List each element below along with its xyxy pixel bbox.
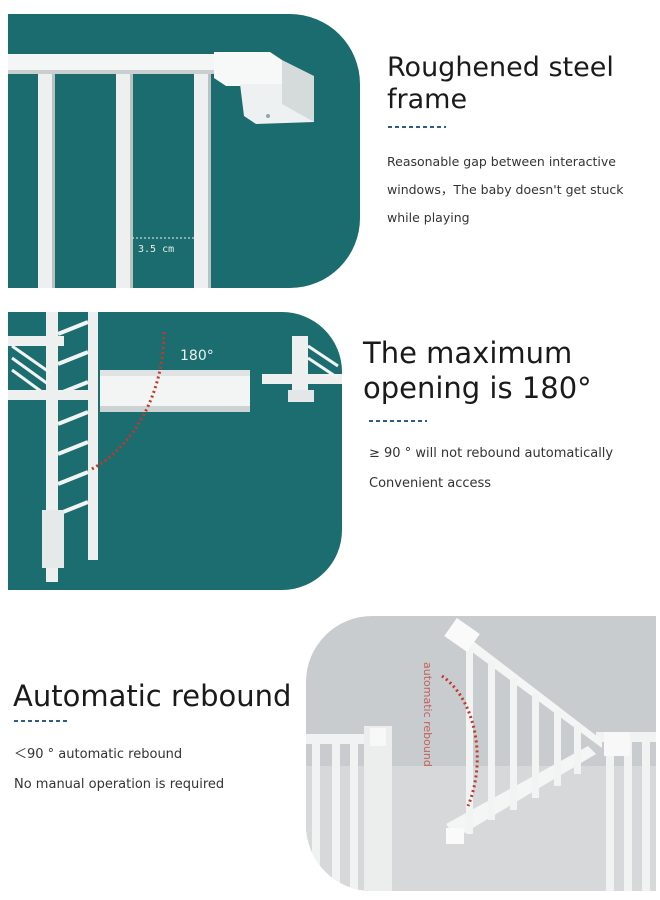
section-description: ≥ 90 ° will not rebound automatically Co… — [369, 439, 613, 499]
description-line: Reasonable gap between interactive — [387, 154, 616, 169]
title-line: Automatic rebound — [13, 679, 292, 713]
section-description: ＜90 ° automatic rebound No manual operat… — [14, 740, 224, 800]
title-line: Roughened steel — [387, 52, 614, 83]
gate-bar — [116, 74, 132, 288]
description-line: ≥ 90 ° will not rebound automatically — [369, 446, 614, 461]
angle-label: automatic rebound — [421, 662, 434, 767]
section-title-max-opening: The maximum opening is 180° — [363, 336, 592, 407]
description-line: No manual operation is required — [14, 777, 225, 792]
description-line: while playing — [387, 210, 470, 225]
steel-frame-illustration: 3.5 cm — [8, 52, 314, 288]
dashed-divider — [388, 126, 446, 128]
gate-rungs — [57, 320, 89, 516]
top-rail — [8, 54, 240, 72]
opening-angle-arc — [89, 331, 166, 472]
section-title-automatic-rebound: Automatic rebound — [13, 679, 291, 713]
description-line: Convenient access — [369, 476, 492, 491]
dashed-divider — [14, 720, 70, 722]
title-line: frame — [387, 83, 468, 115]
automatic-rebound-illustration: automatic rebound — [306, 617, 656, 891]
steel-frame-photo: 3.5 cm — [8, 14, 360, 288]
description-line: windows，The baby doesn't get stuck — [387, 182, 624, 197]
rebound-angle-arc — [441, 674, 479, 807]
swing-door-top-rail — [456, 628, 602, 748]
fixed-gate-rail — [306, 734, 366, 744]
gate-bar — [38, 74, 54, 288]
section-description: Reasonable gap between interactive windo… — [387, 148, 624, 232]
section-title-steel-frame: Roughened steel frame — [387, 52, 614, 116]
automatic-rebound-photo: automatic rebound — [306, 616, 656, 891]
description-line: ＜90 ° automatic rebound — [14, 747, 183, 762]
gate-latch — [100, 370, 250, 412]
angle-label: 180° — [180, 348, 214, 364]
gate-post — [88, 312, 98, 560]
corner-bracket — [214, 52, 282, 86]
max-opening-illustration: 180° — [8, 312, 342, 582]
fixed-gate-bars — [312, 744, 358, 891]
measurement-label: 3.5 cm — [138, 244, 174, 255]
title-line: The maximum — [363, 336, 573, 370]
dashed-divider — [369, 420, 427, 422]
swing-door-bars — [466, 644, 581, 834]
max-opening-photo: 180° — [8, 312, 342, 590]
title-line: opening is 180° — [363, 371, 592, 406]
gate-bar — [194, 74, 210, 288]
